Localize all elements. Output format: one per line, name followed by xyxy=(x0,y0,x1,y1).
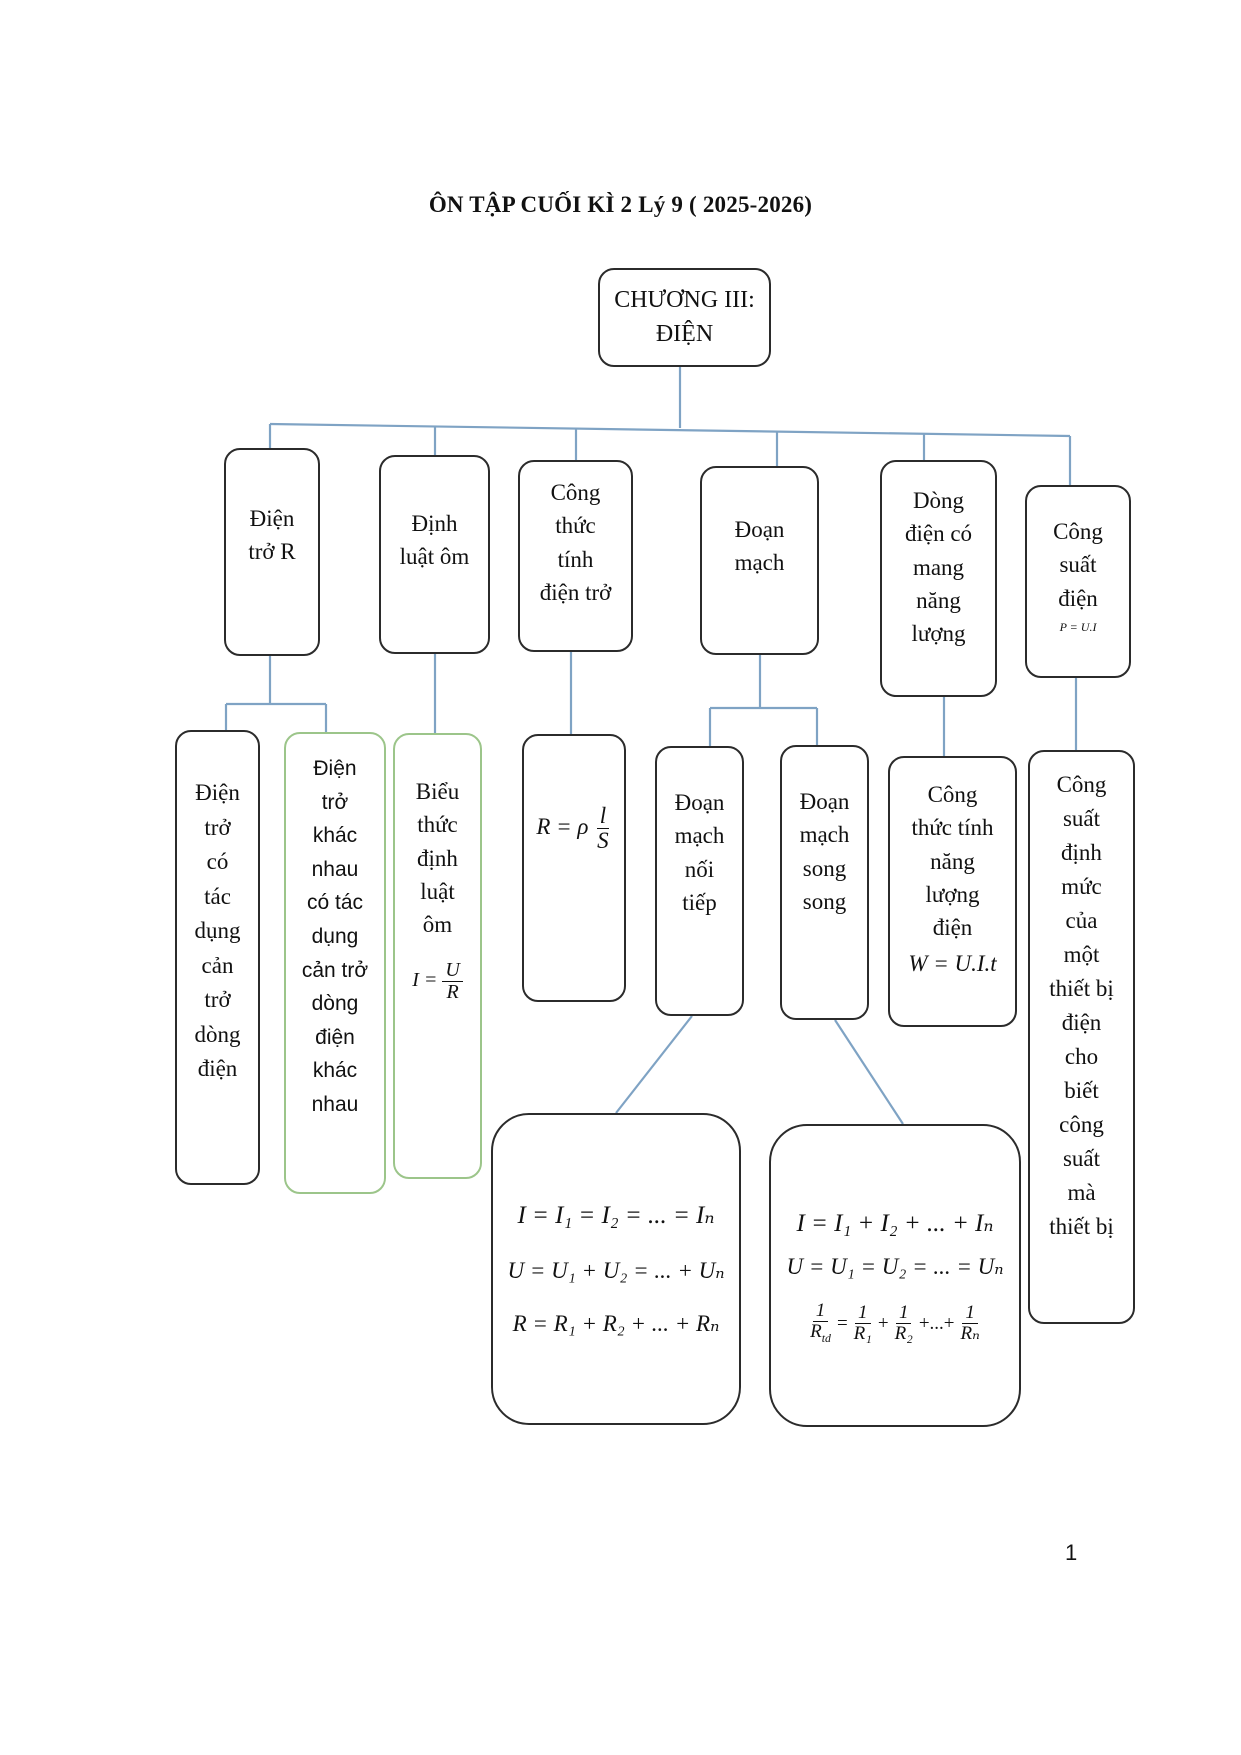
power-equation: P = U.I xyxy=(1059,620,1097,635)
series-formula-resistance: R = R₁ + R₂ + ... + Rₙ xyxy=(512,1311,720,1337)
frac-2-num: 1 xyxy=(895,1302,912,1324)
detail-series-circuit: Đoạn mạch nối tiếp xyxy=(655,746,744,1016)
topic-resistance-formula-label: Công thức tính điện trở xyxy=(539,480,612,606)
ohm-fraction-den: R xyxy=(446,980,459,1003)
energy-equation: W = U.I.t xyxy=(908,950,997,976)
connector-series-formulas xyxy=(615,1015,693,1114)
ohm-formula-lhs: I = xyxy=(412,968,438,991)
frac-td-num: 1 xyxy=(812,1301,829,1323)
detail-resistance-effect: Điện trở có tác dụng cản trở dòng điện xyxy=(175,730,260,1185)
page-number: 1 xyxy=(1065,1540,1078,1565)
series-formulas-box: I = I₁ = I₂ = ... = Iₙ U = U₁ + U₂ = ...… xyxy=(491,1113,741,1425)
resistance-formula-num: l xyxy=(596,803,610,830)
frac-1-den: R₁ xyxy=(853,1322,872,1344)
frac-td-sub: td xyxy=(821,1331,831,1345)
parallel-plus-sign: + xyxy=(877,1312,889,1334)
parallel-formula-resistance: 1 Rtd = 1 R₁ + 1 R₂ +...+ 1 Rₙ xyxy=(807,1301,983,1345)
root-label: CHƯƠNG III: ĐIỆN xyxy=(614,286,755,347)
detail-ohm-expression-label: Biểu thức định luật ôm xyxy=(415,779,460,938)
detail-resistance-effect-label: Điện trở có tác dụng cản trở dòng điện xyxy=(194,780,241,1081)
detail-series-circuit-label: Đoạn mạch nối tiếp xyxy=(674,790,725,916)
topic-circuit-label: Đoạn mạch xyxy=(734,517,785,576)
parallel-formula-voltage: U = U₁ = U₂ = ... = Uₙ xyxy=(786,1253,1004,1279)
ohm-fraction-num: U xyxy=(442,959,463,982)
parallel-formula-current: I = I₁ + I₂ + ... + Iₙ xyxy=(796,1209,994,1237)
frac-td-R: R xyxy=(810,1321,822,1343)
topic-resistance-formula: Công thức tính điện trở xyxy=(518,460,633,652)
detail-energy-formula-label: Công thức tính năng lượng điện xyxy=(911,782,994,941)
detail-ohm-expression: Biểu thức định luật ôm I = U R xyxy=(393,733,482,1179)
connector-trunk xyxy=(269,422,1071,438)
ohm-fraction: U R xyxy=(442,959,463,1003)
frac-n-den: Rₙ xyxy=(960,1322,980,1344)
topic-energy-label: Dòng điện có mang năng lượng xyxy=(904,488,973,647)
resistance-formula-fraction: l S xyxy=(594,803,612,854)
resistance-formula-den: S xyxy=(597,828,609,854)
root-node: CHƯƠNG III: ĐIỆN xyxy=(598,268,771,367)
topic-power-label: Công suất điện xyxy=(1053,519,1103,611)
topic-resistance: Điện trở R xyxy=(224,448,320,656)
parallel-eq-sign: = xyxy=(836,1312,848,1334)
frac-1-num: 1 xyxy=(855,1302,871,1324)
series-formula-current: I = I₁ = I₂ = ... = Iₙ xyxy=(517,1201,715,1229)
detail-parallel-circuit: Đoạn mạch song song xyxy=(780,745,869,1020)
detail-parallel-circuit-label: Đoạn mạch song song xyxy=(799,789,850,915)
page-title: ÔN TẬP CUỐI KÌ 2 Lý 9 ( 2025-2026) xyxy=(428,192,813,217)
detail-different-resistance: Điện trở khác nhau có tác dụng cản trở d… xyxy=(284,732,386,1194)
detail-different-resistance-label: Điện trở khác nhau có tác dụng cản trở d… xyxy=(301,757,369,1116)
frac-2-den: R₂ xyxy=(894,1322,913,1344)
parallel-formulas-box: I = I₁ + I₂ + ... + Iₙ U = U₁ = U₂ = ...… xyxy=(769,1124,1021,1427)
parallel-frac-td: 1 Rtd xyxy=(807,1301,834,1345)
topic-energy: Dòng điện có mang năng lượng xyxy=(880,460,997,697)
frac-n-num: 1 xyxy=(962,1302,978,1324)
detail-rated-power-label: Công suất định mức của một thiết bị điện… xyxy=(1049,772,1114,1240)
topic-ohm-law-label: Định luật ôm xyxy=(399,511,470,570)
series-formula-voltage: U = U₁ + U₂ = ... + Uₙ xyxy=(507,1257,725,1283)
resistance-formula: R = ρ l S xyxy=(536,803,612,854)
ohm-formula: I = U R xyxy=(412,959,463,1003)
parallel-dots: +...+ xyxy=(918,1312,955,1334)
connector-parallel-formulas xyxy=(834,1019,904,1125)
topic-resistance-label: Điện trở R xyxy=(248,506,296,565)
detail-energy-formula: Công thức tính năng lượng điện W = U.I.t xyxy=(888,756,1017,1027)
detail-rated-power: Công suất định mức của một thiết bị điện… xyxy=(1028,750,1135,1324)
topic-ohm-law: Định luật ôm xyxy=(379,455,490,654)
topic-power: Công suất điện P = U.I xyxy=(1025,485,1131,678)
detail-resistance-formula: R = ρ l S xyxy=(522,734,626,1002)
topic-circuit: Đoạn mạch xyxy=(700,466,819,655)
frac-td-den: Rtd xyxy=(807,1322,834,1345)
parallel-frac-2: 1 R₂ xyxy=(892,1302,916,1344)
resistance-formula-lhs: R = ρ xyxy=(536,813,589,839)
parallel-frac-1: 1 R₁ xyxy=(851,1302,875,1344)
parallel-frac-n: 1 Rₙ xyxy=(958,1302,983,1344)
